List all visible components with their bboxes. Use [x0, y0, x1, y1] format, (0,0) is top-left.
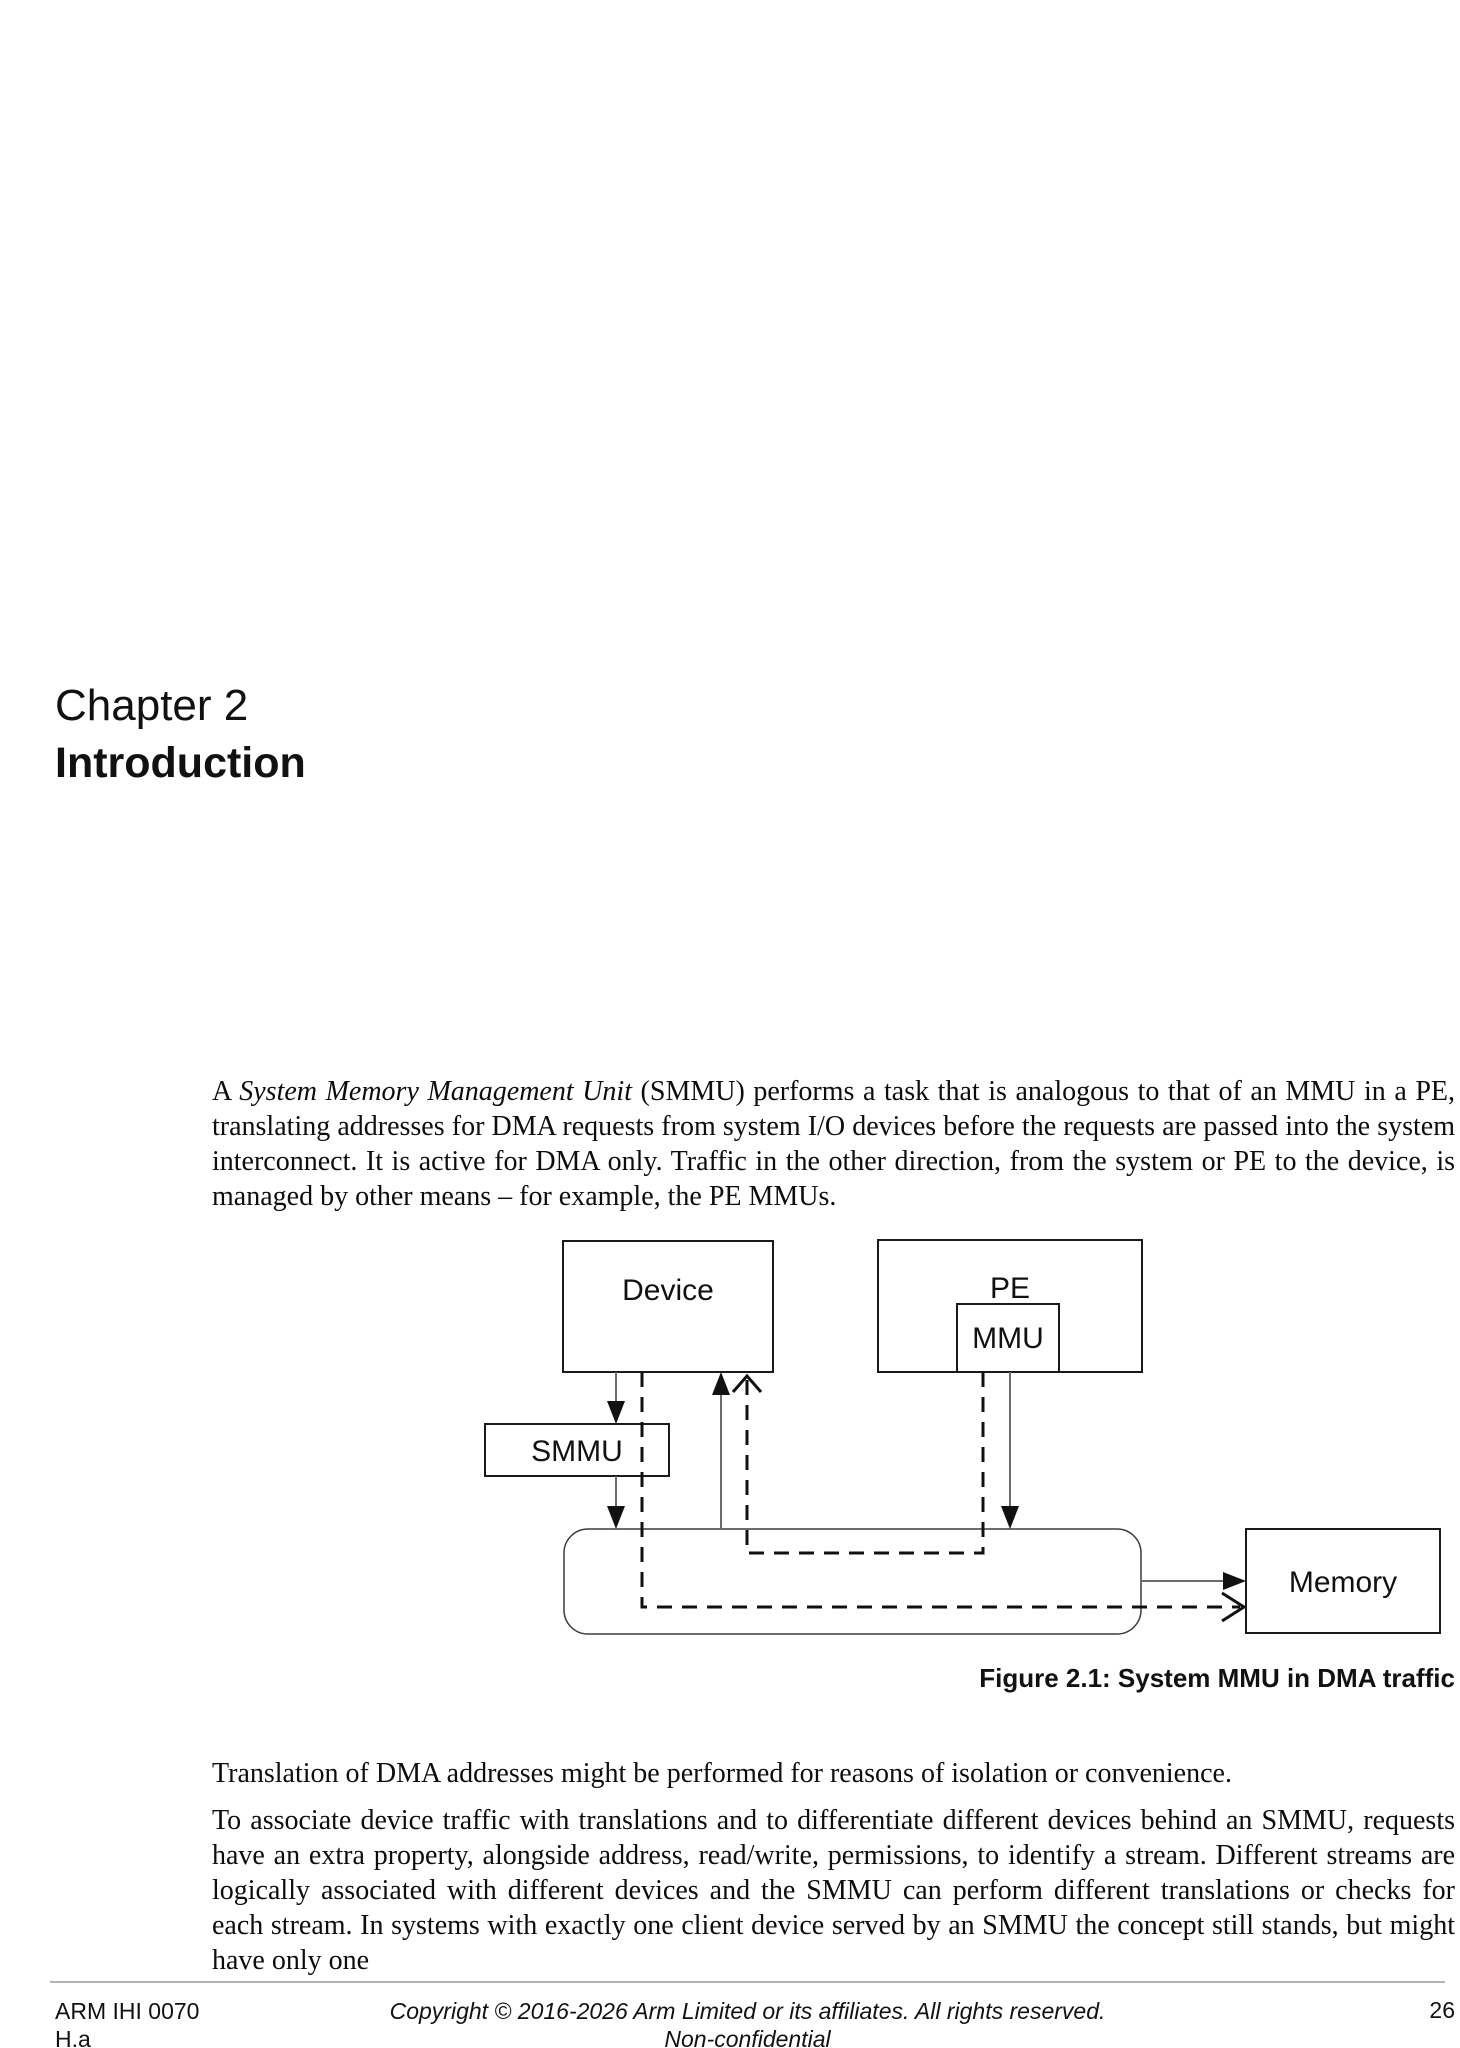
paragraph-intro-rest: (SMMU) performs a task that is analogous… — [212, 1076, 1455, 1212]
figure-diagram: Device PE MMU SMMU Memory — [0, 1230, 1460, 1700]
figure-caption: Figure 2.1: System MMU in DMA traffic — [979, 1663, 1455, 1693]
chapter-number: Chapter 2 — [55, 681, 249, 730]
paragraph-translation: Translation of DMA addresses might be pe… — [212, 1758, 1232, 1789]
interconnect-box — [563, 1528, 1142, 1635]
pe-to-device-dashed-path — [745, 1372, 985, 1555]
footer-legal: Copyright © 2016-2026 Arm Limited or its… — [50, 1997, 1445, 2048]
device-box — [562, 1240, 774, 1373]
footer-page-number: 26 — [1429, 1997, 1455, 2023]
footer-classification: Non-confidential — [664, 2026, 831, 2048]
device-to-smmu-arrowhead — [607, 1401, 625, 1424]
term-smmu-italic: System Memory Management Unit — [239, 1076, 632, 1107]
footer-doc-id: ARM IHI 0070 — [55, 1998, 200, 2024]
interconnect-to-device-arrowhead — [712, 1372, 730, 1395]
smmu-label: SMMU — [531, 1435, 623, 1468]
pe-label: PE — [990, 1272, 1030, 1305]
smmu-to-interconnect-arrowhead — [607, 1506, 625, 1529]
device-label: Device — [622, 1274, 714, 1307]
dashed-arrowhead-to-device — [731, 1373, 763, 1393]
interconnect-to-memory-arrowhead — [1223, 1572, 1246, 1590]
paragraph-streams: To associate device traffic with transla… — [212, 1805, 1455, 1976]
paragraph-intro: A System Memory Management Unit (SMMU) p… — [212, 1074, 1455, 1214]
smmu-box — [484, 1423, 670, 1477]
footer-copyright: Copyright © 2016-2026 Arm Limited or its… — [389, 1998, 1106, 2024]
smmu-dma-diagram: Device PE MMU SMMU Memory — [484, 1239, 1441, 1635]
footer-doc-version: H.a — [55, 2026, 91, 2048]
chapter-title: Introduction — [55, 739, 306, 787]
mmu-to-interconnect-arrowhead — [1001, 1506, 1019, 1529]
footer-doc-info: ARM IHI 0070 H.a — [55, 1997, 199, 2048]
footer-divider — [50, 1981, 1445, 1983]
paragraph-intro-prefix: A — [212, 1076, 240, 1107]
device-request-dashed-path — [640, 1372, 1240, 1609]
mmu-box — [956, 1303, 1060, 1373]
memory-box — [1245, 1528, 1441, 1634]
mmu-label: MMU — [972, 1322, 1044, 1355]
dashed-arrowhead-to-memory — [1221, 1591, 1247, 1623]
memory-label: Memory — [1289, 1566, 1397, 1599]
